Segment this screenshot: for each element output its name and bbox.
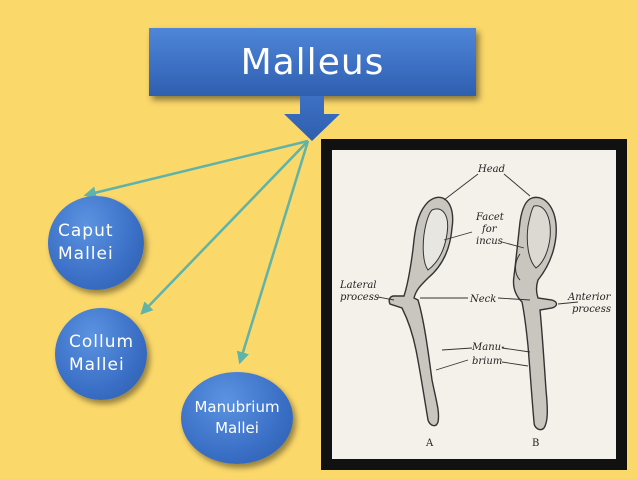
title-box: Malleus <box>149 28 476 96</box>
label-lateral-2: process <box>340 292 379 303</box>
label-facet-3: incus <box>476 236 503 247</box>
arrow-to-caput <box>83 139 309 199</box>
label-neck: Neck <box>469 294 496 305</box>
label-manubrium-2: brium <box>472 356 502 367</box>
node-caput-mallei: Caput Mallei <box>48 196 144 290</box>
label-b: B <box>532 438 539 449</box>
arrow-to-collum <box>140 140 309 315</box>
node-collum-mallei: Collum Mallei <box>55 308 147 400</box>
label-lateral-1: Lateral <box>339 280 376 291</box>
node-manubrium-line1: Manubrium <box>194 398 280 416</box>
node-manubrium-line2: Mallei <box>215 419 259 437</box>
malleus-illustration: Head Facet for incus Lateral process Nec… <box>339 164 612 449</box>
title-text: Malleus <box>240 41 385 83</box>
down-arrow-icon <box>284 96 340 141</box>
illustration-panel: Head Facet for incus Lateral process Nec… <box>321 139 627 470</box>
label-facet-2: for <box>481 224 498 235</box>
leader-lines <box>377 173 579 371</box>
node-collum-line2: Mallei <box>69 355 125 375</box>
label-manubrium-1: Manu- <box>471 342 505 353</box>
label-anterior-2: process <box>572 304 611 315</box>
label-head: Head <box>477 164 505 175</box>
label-a: A <box>425 438 434 449</box>
node-manubrium-mallei: Manubrium Mallei <box>181 372 293 464</box>
node-caput-line1: Caput <box>58 221 114 241</box>
arrow-to-manubrium <box>236 140 310 365</box>
malleus-bone-a <box>388 196 454 427</box>
label-facet-1: Facet <box>475 212 505 223</box>
node-collum-line1: Collum <box>69 332 135 352</box>
malleus-bone-b <box>512 196 558 431</box>
label-anterior-1: Anterior <box>567 292 612 303</box>
node-caput-line2: Mallei <box>58 244 114 264</box>
